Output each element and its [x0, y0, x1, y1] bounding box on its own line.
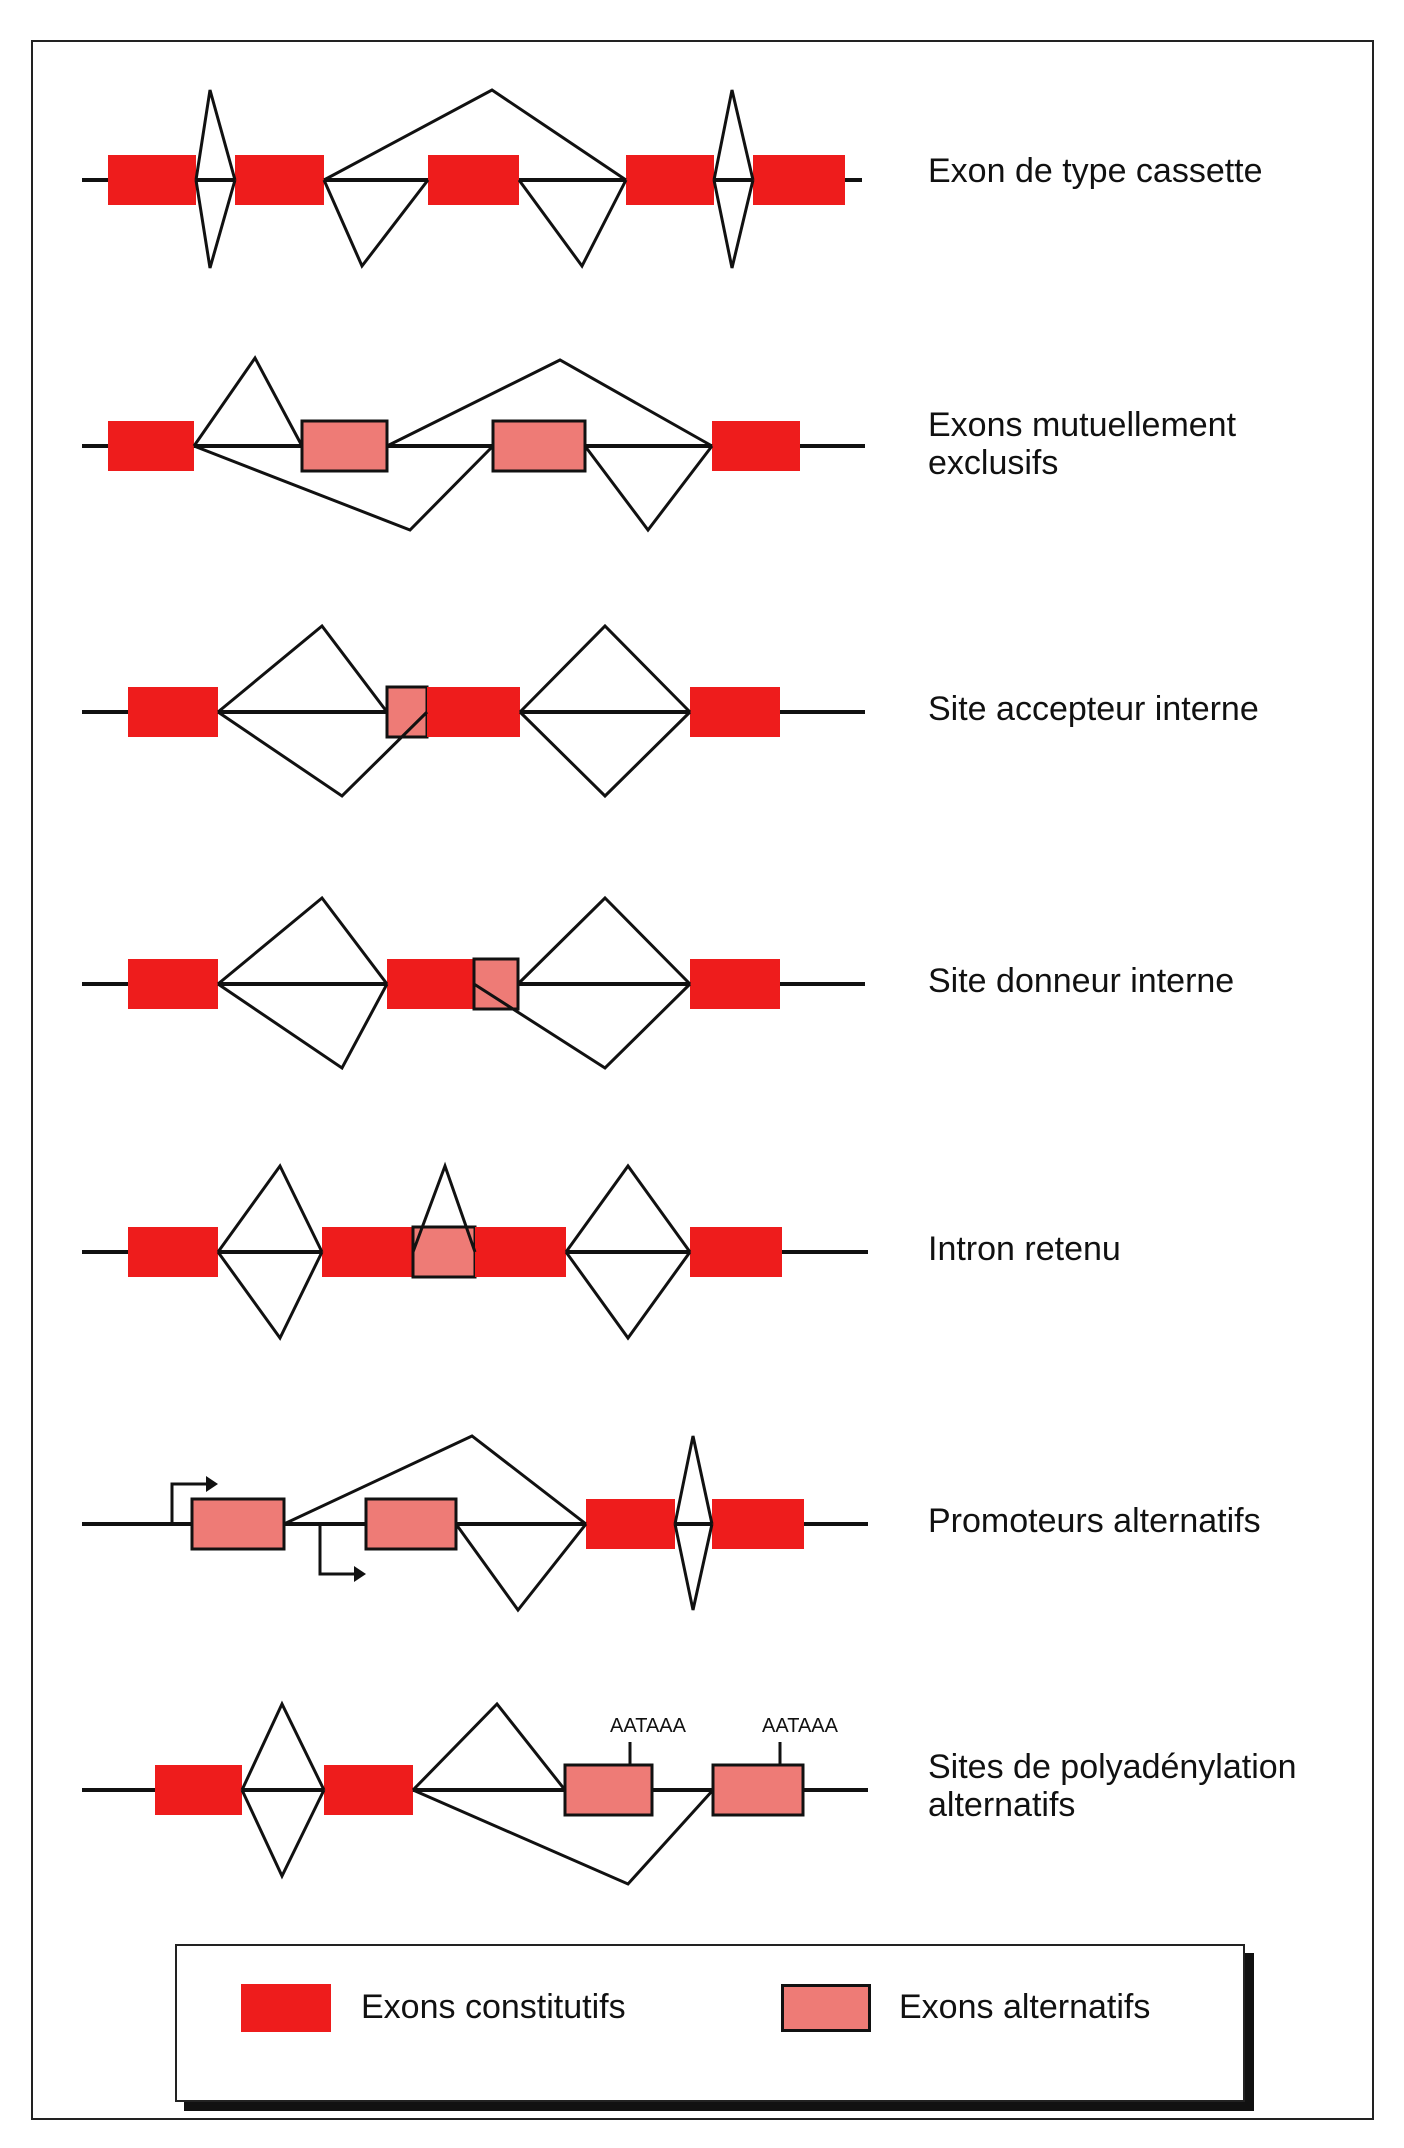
alternative-promoters-splice-junction [454, 1523, 588, 1613]
intron-retention-constitutive-exon [322, 1227, 413, 1277]
label-internal-donor: Site donneur interne [928, 962, 1235, 1000]
alternative-polyadenylation-splice-junction [412, 1788, 715, 1886]
cassette-constitutive-exon [753, 155, 845, 205]
internal-acceptor-constitutive-exon [427, 687, 520, 737]
cassette-splice-junction [322, 179, 430, 269]
mutually-exclusive-constitutive-exon [108, 421, 194, 471]
cassette-constitutive-exon [626, 155, 714, 205]
alternative-polyadenylation-splice-junction [411, 1701, 567, 1792]
alternative-promoters-splice-junction [673, 1523, 714, 1611]
cassette-splice-junction [712, 89, 755, 181]
legend-alternative-label: Exons alternatifs [899, 1988, 1151, 2026]
mutually-exclusive-splice-junction [193, 444, 495, 532]
mutually-exclusive-splice-junction [386, 358, 713, 448]
internal-acceptor-splice-junction [518, 710, 692, 799]
cassette-splice-junction [194, 179, 237, 269]
internal-donor-splice-junction [217, 982, 389, 1071]
alternative-promoters-alternative-exon [364, 1497, 458, 1551]
promoter-1-arrow-head [206, 1476, 218, 1492]
promoter-2-arrow-head [354, 1566, 366, 1582]
alternative-promoters-constitutive-exon [586, 1499, 675, 1549]
alternative-polyadenylation-splice-junction [240, 1700, 326, 1791]
mutually-exclusive-splice-junction [583, 445, 714, 533]
alternative-promoters-constitutive-exon [712, 1499, 804, 1549]
label-alternative-promoters: Promoteurs alternatifs [928, 1502, 1261, 1540]
intron-retention-alternative-exon [411, 1225, 477, 1279]
intron-retention-splice-junction [564, 1163, 692, 1253]
mutually-exclusive-alternative-exon [491, 419, 587, 473]
internal-donor-constitutive-exon [387, 959, 474, 1009]
promoter-1-arrow [170, 1482, 210, 1524]
mutually-exclusive-alternative-exon [300, 419, 389, 473]
label-intron-retention: Intron retenu [928, 1230, 1121, 1268]
cassette-constitutive-exon [108, 155, 196, 205]
legend-constitutive-label: Exons constitutifs [361, 1988, 626, 2026]
alternative-promoters-alternative-exon [190, 1497, 286, 1551]
alternative-polyadenylation-constitutive-exon [324, 1765, 413, 1815]
label-alternative-polyadenylation: Sites de polyadénylation alternatifs [928, 1748, 1297, 1824]
internal-acceptor-splice-junction [217, 710, 429, 798]
legend-alternative-swatch [781, 1984, 871, 2032]
cassette-constitutive-exon [235, 155, 324, 205]
internal-donor-splice-junction [473, 982, 692, 1070]
internal-donor-splice-junction [516, 895, 692, 986]
polyA-signal-label-2: AATAAA [762, 1715, 839, 1737]
cassette-splice-junction [517, 179, 628, 269]
alternative-polyadenylation-splice-junction [240, 1789, 326, 1880]
intron-retention-constitutive-exon [690, 1227, 782, 1277]
legend-constitutive-swatch [241, 1984, 331, 2032]
intron-retention-constitutive-exon [128, 1227, 218, 1277]
alternative-polyadenylation-constitutive-exon [155, 1765, 242, 1815]
internal-donor-alternative-exon [472, 957, 520, 1011]
cassette-constitutive-exon [428, 155, 519, 205]
label-internal-acceptor: Site accepteur interne [928, 690, 1259, 728]
internal-donor-constitutive-exon [128, 959, 218, 1009]
mutually-exclusive-splice-junction [192, 355, 304, 447]
alternative-polyadenylation-alternative-exon [563, 1763, 654, 1817]
figure-frame [31, 40, 1374, 2120]
cassette-splice-junction [194, 89, 237, 181]
internal-acceptor-alternative-exon [385, 685, 429, 739]
label-mutually-exclusive: Exons mutuellement exclusifs [928, 406, 1237, 482]
internal-acceptor-splice-junction [217, 623, 389, 714]
cassette-splice-junction [323, 88, 627, 182]
internal-acceptor-constitutive-exon [690, 687, 780, 737]
intron-retention-splice-junction [216, 1251, 324, 1341]
intron-retention-constitutive-exon [475, 1227, 566, 1277]
cassette-splice-junction [712, 179, 755, 269]
internal-donor-splice-junction [217, 895, 389, 986]
polyA-signal-label-1: AATAAA [610, 1715, 687, 1737]
mutually-exclusive-constitutive-exon [712, 421, 800, 471]
internal-acceptor-splice-junction [518, 623, 692, 714]
internal-acceptor-constitutive-exon [128, 687, 218, 737]
alternative-promoters-splice-junction [673, 1435, 714, 1525]
intron-retention-splice-junction [411, 1161, 477, 1253]
promoter-2-arrow [318, 1524, 358, 1576]
intron-retention-splice-junction [216, 1163, 324, 1253]
label-cassette: Exon de type cassette [928, 152, 1263, 190]
alternative-promoters-splice-junction [283, 1434, 587, 1526]
internal-donor-constitutive-exon [690, 959, 780, 1009]
intron-retention-splice-junction [564, 1251, 692, 1341]
alternative-polyadenylation-alternative-exon [711, 1763, 805, 1817]
legend: Exons constitutifs Exons alternatifs [175, 1944, 1245, 2102]
